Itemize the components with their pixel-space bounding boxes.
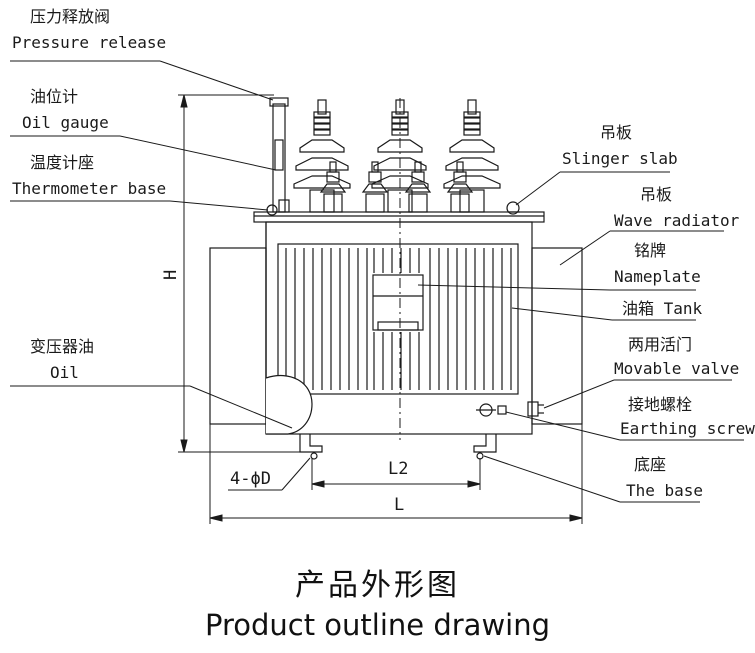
earthing-screw-en: Earthing screw <box>620 419 755 438</box>
thermometer-base-en: Thermometer base <box>12 179 166 198</box>
wave-radiator-cn: 吊板 <box>640 185 672 204</box>
oil-gauge-cn: 油位计 <box>30 87 78 106</box>
oil-gauge-pipe <box>269 97 290 213</box>
cooling-fins <box>285 248 512 390</box>
tank-label: 油箱 Tank <box>622 299 703 318</box>
slinger-slab-lug <box>506 201 520 215</box>
base-en: The base <box>626 481 703 500</box>
slinger-slab-en: Slinger slab <box>562 149 678 168</box>
leader-lines-right <box>417 171 744 503</box>
base-frame <box>299 434 497 460</box>
thermometer-base-cn: 温度计座 <box>30 153 94 172</box>
oil-en: Oil <box>50 363 79 382</box>
l-dimension <box>209 424 583 524</box>
pressure-release-en: Pressure release <box>12 33 166 52</box>
nameplate-cn: 铭牌 <box>634 241 666 260</box>
l2-label: L2 <box>388 459 408 479</box>
transformer-outline-drawing: 压力释放阀 Pressure release 油位计 Oil gauge 温度计… <box>10 7 755 524</box>
earthing-screw-cn: 接地螺栓 <box>628 395 692 414</box>
pressure-release-cn: 压力释放阀 <box>30 7 110 26</box>
oil-gauge-en: Oil gauge <box>22 113 109 132</box>
l2-dimension <box>311 458 481 490</box>
lv-bushings <box>319 161 474 213</box>
movable-valve-earthing <box>476 401 544 417</box>
wave-radiator-en: Wave radiator <box>614 211 740 230</box>
oil-cn: 变压器油 <box>30 337 94 356</box>
caption-english: Product outline drawing <box>204 608 551 642</box>
leader-lines-left <box>10 60 311 491</box>
movable-valve-cn: 两用活门 <box>628 335 692 354</box>
hv-bushings <box>293 99 501 213</box>
oil-cutaway <box>265 374 313 435</box>
movable-valve-en: Movable valve <box>614 359 739 378</box>
hole-label: 4-ϕD <box>230 469 271 489</box>
caption-chinese: 产品外形图 <box>295 568 460 603</box>
nameplate-en: Nameplate <box>614 267 701 286</box>
slinger-slab-cn: 吊板 <box>600 123 632 142</box>
nameplate-plate <box>372 274 424 331</box>
base-cn: 底座 <box>634 455 666 474</box>
lifting-lug-left <box>266 204 278 216</box>
height-label: H <box>161 270 181 280</box>
tank-cover <box>253 211 545 223</box>
l-label: L <box>394 495 404 515</box>
